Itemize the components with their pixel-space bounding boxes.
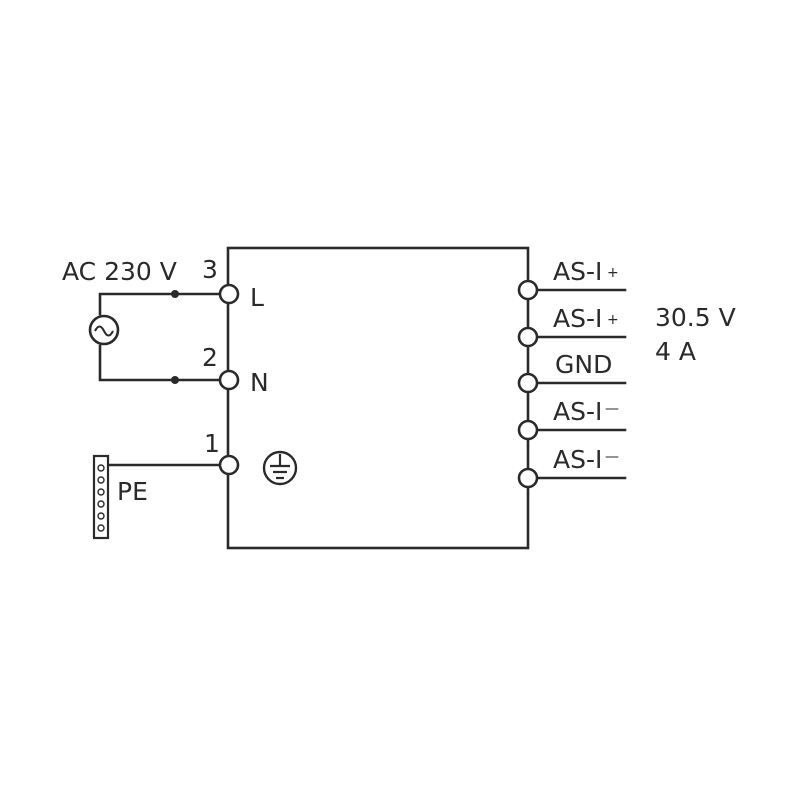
terminal-number-2: 2: [202, 343, 218, 372]
output-terminal-2: [517, 326, 539, 348]
terminal-number-3: 3: [202, 255, 218, 284]
supply-voltage-label: AC 230 V: [62, 257, 177, 286]
output-label-5: AS-I: [553, 445, 602, 474]
pe-strip-holes: [97, 464, 105, 532]
supply-wire-n: [98, 344, 230, 382]
ac-sine-glyph: [94, 325, 114, 337]
output-label-3: GND: [555, 350, 612, 379]
terminal-label-l: L: [250, 283, 264, 312]
earth-ground-icon: [262, 450, 298, 486]
output-polarity-4: —: [605, 401, 619, 417]
output-terminal-4: [517, 419, 539, 441]
output-terminal-1: [517, 279, 539, 301]
output-label-2: AS-I: [553, 304, 602, 333]
terminal-number-1: 1: [204, 429, 220, 458]
output-terminals: [517, 279, 539, 489]
output-terminal-3: [517, 372, 539, 394]
pe-terminal-strip-icon: [92, 454, 110, 540]
pe-label: PE: [117, 477, 148, 506]
output-polarity-1: +: [607, 265, 619, 281]
junction-dot-l: [171, 290, 179, 298]
output-label-4: AS-I: [553, 397, 602, 426]
output-voltage-label: 30.5 V: [655, 303, 736, 332]
terminal-pe: [218, 454, 240, 476]
output-polarity-5: —: [605, 449, 619, 465]
output-label-1: AS-I: [553, 257, 602, 286]
output-current-label: 4 A: [655, 337, 696, 366]
junction-dot-n: [171, 376, 179, 384]
device-enclosure: [226, 246, 530, 550]
output-terminal-5: [517, 467, 539, 489]
supply-wire-l: [98, 292, 230, 316]
output-wires: [526, 288, 627, 480]
terminal-l: [218, 283, 240, 305]
terminal-n: [218, 369, 240, 391]
output-polarity-2: +: [607, 312, 619, 328]
terminal-label-n: N: [250, 368, 269, 397]
